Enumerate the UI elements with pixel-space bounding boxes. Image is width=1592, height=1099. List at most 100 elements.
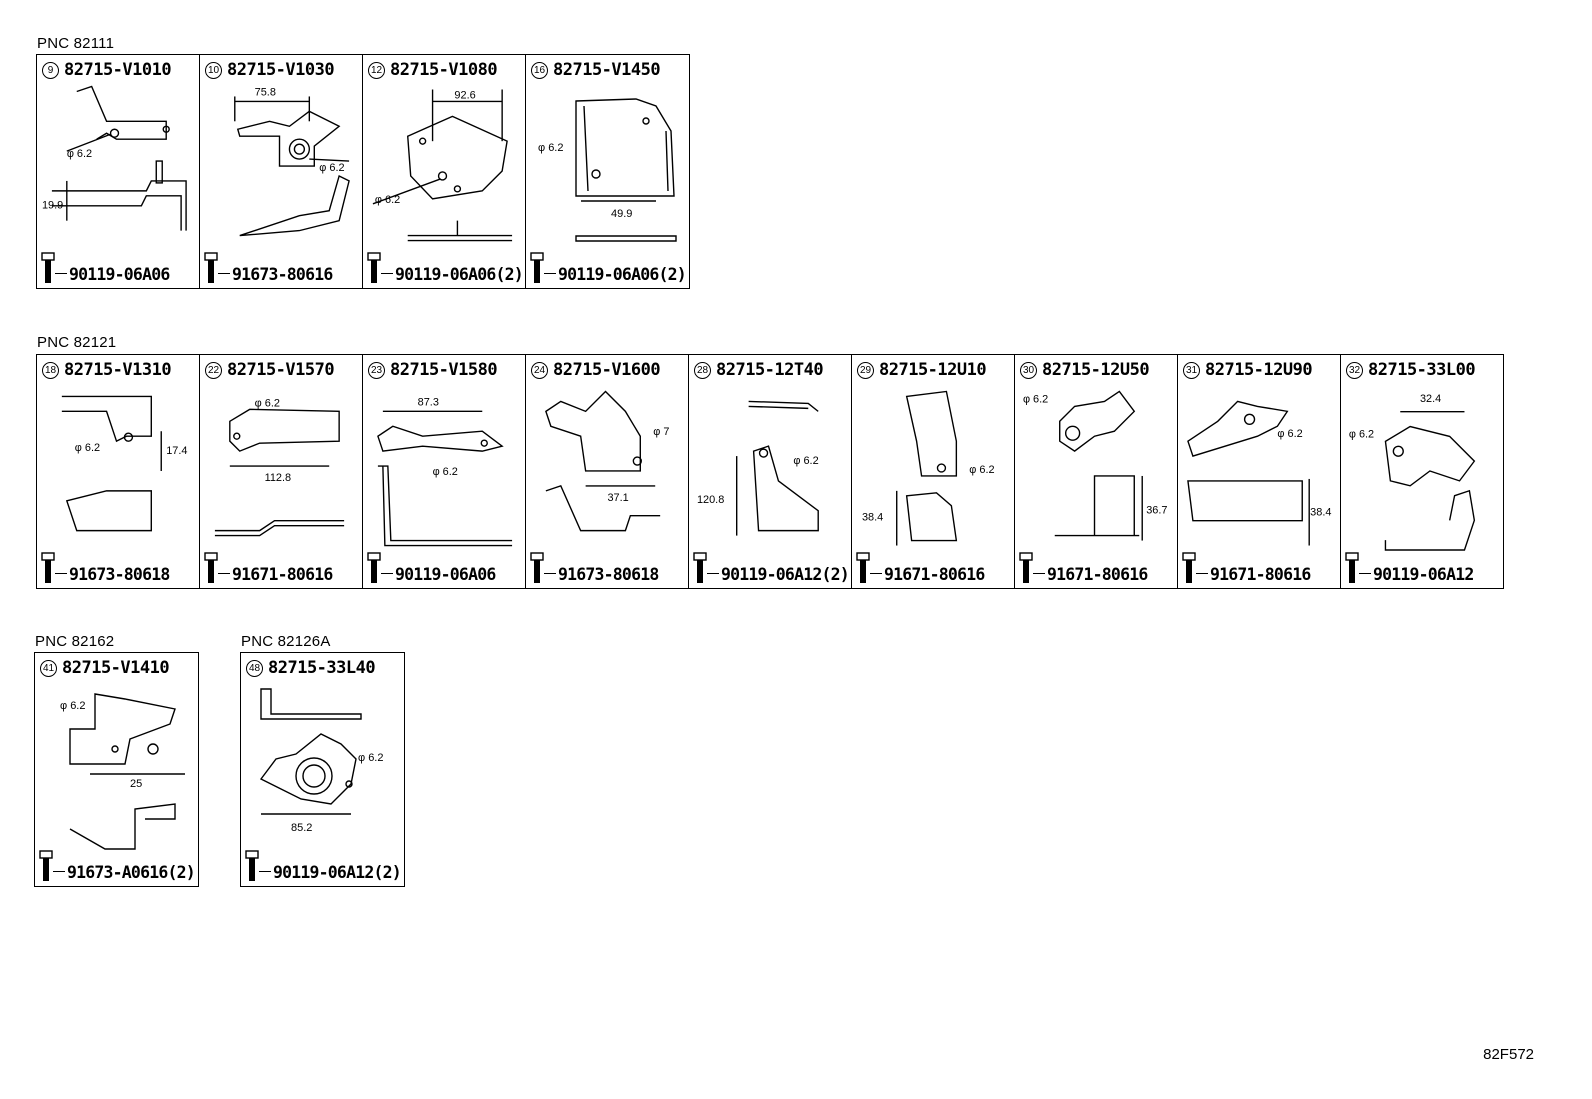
dimension-label: 87.3 bbox=[418, 396, 439, 408]
bolt-icon bbox=[41, 552, 55, 584]
bolt-icon bbox=[693, 552, 707, 584]
bracket-drawing: 32.4 φ 6.2 bbox=[1341, 381, 1502, 558]
part-number: 82715-V1580 bbox=[390, 360, 498, 380]
bracket-drawing: φ 6.2 17.4 bbox=[37, 381, 199, 558]
dimension-label: 112.8 bbox=[265, 472, 292, 484]
bolt-icon bbox=[530, 552, 544, 584]
bolt-part-number: 90119-06A12 bbox=[1373, 565, 1474, 584]
dimension-label: 75.8 bbox=[255, 86, 276, 98]
bolt-icon bbox=[367, 552, 381, 584]
dimension-label: φ 6.2 bbox=[75, 442, 100, 454]
bracket-drawing: 75.8 φ 6.2 bbox=[200, 81, 362, 258]
bolt-part-number: 91673-80618 bbox=[69, 565, 170, 584]
bolt-icon bbox=[39, 850, 53, 882]
bolt-part-number: 90119-06A12(2) bbox=[721, 565, 850, 584]
dimension-label: φ 6.2 bbox=[1349, 428, 1374, 440]
dimension-label: φ 6.2 bbox=[538, 142, 563, 154]
callout-number: 12 bbox=[368, 61, 385, 79]
bolt-icon bbox=[1345, 552, 1359, 584]
part-cell[interactable]: 10 82715-V1030 75.8 φ 6.2 91673-80616 bbox=[200, 55, 363, 288]
bolt-icon bbox=[204, 252, 218, 284]
dimension-label: 17.4 bbox=[166, 445, 187, 457]
callout-number: 48 bbox=[246, 659, 263, 677]
pnc-label: PNC 82162 bbox=[35, 633, 115, 650]
dimension-label: φ 6.2 bbox=[319, 162, 344, 174]
part-number: 82715-12U10 bbox=[879, 360, 987, 380]
callout-number: 9 bbox=[42, 61, 59, 79]
bolt-part-number: 91671-80616 bbox=[232, 565, 333, 584]
callout-number: 10 bbox=[205, 61, 222, 79]
part-number: 82715-V1570 bbox=[227, 360, 335, 380]
dimension-label: φ 6.2 bbox=[793, 455, 818, 467]
bracket-drawing: φ 6.2 49.9 bbox=[526, 81, 689, 258]
callout-number: 31 bbox=[1183, 361, 1200, 379]
dimension-label: 85.2 bbox=[291, 822, 312, 834]
dimension-label: φ 6.2 bbox=[1023, 393, 1048, 405]
bolt-icon bbox=[204, 552, 218, 584]
bracket-drawing: 92.6 φ 6.2 bbox=[363, 81, 525, 258]
bolt-part-number: 91673-80616 bbox=[232, 265, 333, 284]
pnc-label: PNC 82121 bbox=[37, 334, 117, 351]
bracket-drawing: φ 6.2 85.2 bbox=[241, 679, 404, 856]
bracket-drawing: 87.3 φ 6.2 bbox=[363, 381, 525, 558]
bolt-icon bbox=[41, 252, 55, 284]
bolt-icon bbox=[1019, 552, 1033, 584]
bolt-icon bbox=[856, 552, 870, 584]
bracket-drawing: φ 6.2 19.9 bbox=[37, 81, 199, 258]
dimension-label: φ 7 bbox=[653, 426, 669, 438]
dimension-label: 37.1 bbox=[607, 492, 628, 504]
parts-group-82126a: 48 82715-33L40 φ 6.2 85.2 90119-06A12(2) bbox=[240, 652, 405, 887]
callout-number: 28 bbox=[694, 361, 711, 379]
dimension-label: 120.8 bbox=[697, 494, 724, 506]
dimension-label: φ 6.2 bbox=[375, 194, 400, 206]
bracket-drawing: φ 7 37.1 bbox=[526, 381, 688, 558]
dimension-label: 49.9 bbox=[611, 208, 632, 220]
part-number: 82715-V1030 bbox=[227, 60, 335, 80]
bolt-icon bbox=[1182, 552, 1196, 584]
pnc-label: PNC 82111 bbox=[37, 35, 115, 52]
part-cell[interactable]: 28 82715-12T40 φ 6.2 120.8 90119-06A12(2) bbox=[689, 355, 852, 588]
bracket-drawing: φ 6.2 38.4 bbox=[852, 381, 1014, 558]
dimension-label: 32.4 bbox=[1420, 393, 1441, 405]
callout-number: 32 bbox=[1346, 361, 1363, 379]
dimension-label: 92.6 bbox=[454, 89, 475, 101]
dimension-label: 38.4 bbox=[862, 512, 883, 524]
dimension-label: 25 bbox=[130, 778, 142, 790]
part-number: 82715-V1310 bbox=[64, 360, 172, 380]
bolt-part-number: 91673-A0616(2) bbox=[67, 863, 196, 882]
part-number: 82715-V1450 bbox=[553, 60, 661, 80]
callout-number: 22 bbox=[205, 361, 222, 379]
bolt-part-number: 91671-80616 bbox=[1047, 565, 1148, 584]
bracket-drawing: φ 6.2 120.8 bbox=[689, 381, 851, 558]
callout-number: 24 bbox=[531, 361, 548, 379]
bracket-drawing: φ 6.2 25 bbox=[35, 679, 198, 856]
dimension-label: 19.9 bbox=[42, 200, 63, 212]
dimension-label: 38.4 bbox=[1310, 507, 1331, 519]
callout-number: 30 bbox=[1020, 361, 1037, 379]
bolt-part-number: 91673-80618 bbox=[558, 565, 659, 584]
callout-number: 41 bbox=[40, 659, 57, 677]
bolt-part-number: 90119-06A12(2) bbox=[273, 863, 402, 882]
dimension-label: φ 6.2 bbox=[433, 466, 458, 478]
part-number: 82715-12T40 bbox=[716, 360, 824, 380]
part-cell[interactable]: 48 82715-33L40 φ 6.2 85.2 90119-06A12(2) bbox=[241, 653, 404, 886]
bolt-icon bbox=[245, 850, 259, 882]
part-number: 82715-V1010 bbox=[64, 60, 172, 80]
bolt-part-number: 90119-06A06(2) bbox=[395, 265, 524, 284]
part-number: 82715-33L40 bbox=[268, 658, 376, 678]
bolt-icon bbox=[367, 252, 381, 284]
